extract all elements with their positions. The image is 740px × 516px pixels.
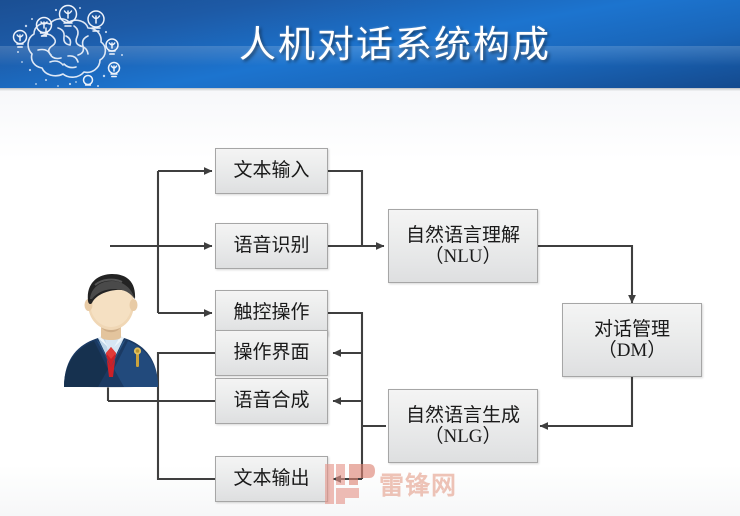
edge-ui-return bbox=[156, 351, 215, 401]
node-text-input-label: 文本输入 bbox=[233, 160, 310, 182]
diagram-canvas: 文本输入 语音识别 触控操作 操作界面 语音合成 文本输出 自然语言理解 （NL… bbox=[0, 91, 740, 516]
node-dm-label-line2: （DM） bbox=[597, 340, 667, 361]
node-text-output[interactable]: 文本输出 bbox=[215, 456, 328, 502]
edge-text-output-return bbox=[156, 401, 215, 481]
node-operation-interface-label: 操作界面 bbox=[233, 342, 310, 364]
watermark: 雷锋网 bbox=[323, 460, 513, 508]
node-nlu-label-line1: 自然语言理解 bbox=[405, 224, 520, 246]
node-nlg[interactable]: 自然语言生成 （NLG） bbox=[388, 389, 538, 463]
slide-header: 人机对话系统构成 bbox=[0, 0, 740, 88]
node-touch-operation-label: 触控操作 bbox=[233, 302, 310, 324]
watermark-text: 雷锋网 bbox=[379, 472, 458, 500]
node-nlg-label-line1: 自然语言生成 bbox=[405, 404, 520, 426]
edge-nlu-to-dm bbox=[538, 244, 636, 304]
page-title: 人机对话系统构成 bbox=[239, 25, 551, 66]
edge-touch-down bbox=[328, 311, 364, 353]
node-operation-interface[interactable]: 操作界面 bbox=[215, 330, 328, 376]
businessman-avatar-icon bbox=[64, 274, 158, 388]
node-nlu-label-line2: （NLU） bbox=[424, 246, 502, 267]
brain-lightbulbs-icon bbox=[12, 4, 123, 87]
edge-dm-to-nlg bbox=[539, 371, 634, 430]
node-text-input[interactable]: 文本输入 bbox=[215, 148, 328, 194]
node-touch-operation[interactable]: 触控操作 bbox=[215, 290, 328, 336]
edge-text-input-to-nlu bbox=[328, 169, 364, 246]
node-speech-recognition[interactable]: 语音识别 bbox=[215, 223, 328, 269]
node-speech-synthesis[interactable]: 语音合成 bbox=[215, 378, 328, 424]
node-speech-synthesis-label: 语音合成 bbox=[233, 390, 310, 412]
node-dm[interactable]: 对话管理 （DM） bbox=[562, 303, 702, 377]
node-nlu[interactable]: 自然语言理解 （NLU） bbox=[388, 209, 538, 283]
node-text-output-label: 文本输出 bbox=[233, 468, 310, 490]
node-speech-recognition-label: 语音识别 bbox=[233, 235, 310, 257]
node-dm-label-line1: 对话管理 bbox=[593, 318, 670, 340]
node-nlg-label-line2: （NLG） bbox=[424, 426, 502, 447]
header-divider bbox=[0, 88, 740, 91]
leiphone-logo-icon bbox=[325, 464, 375, 504]
